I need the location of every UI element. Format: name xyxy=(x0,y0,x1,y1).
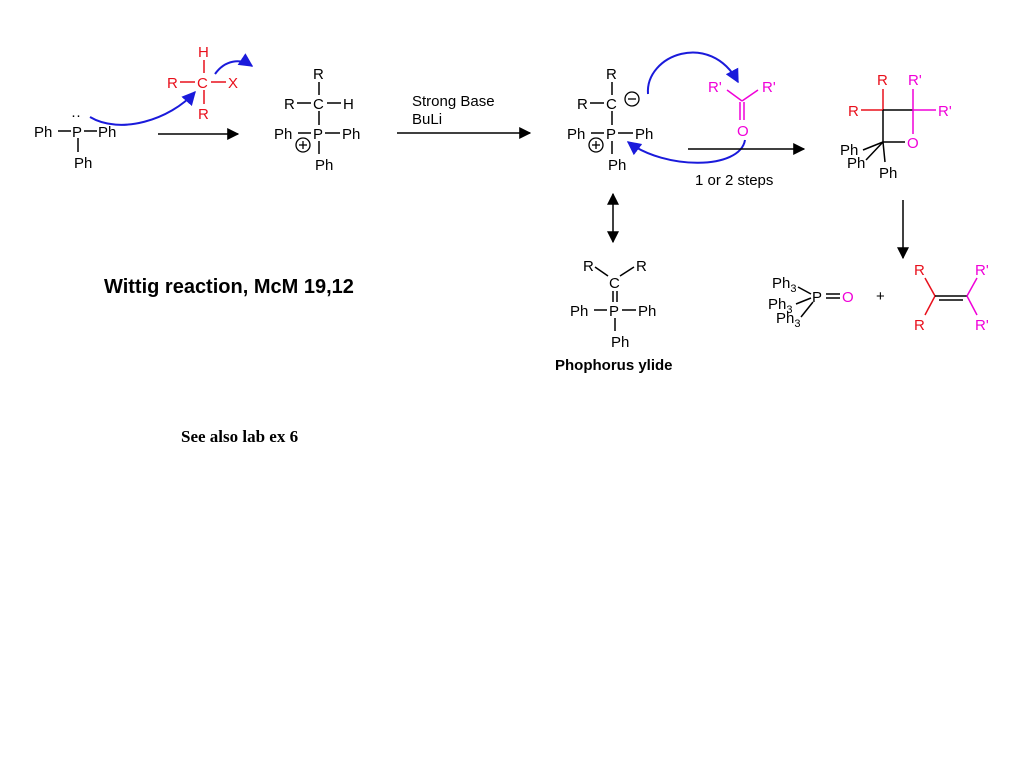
phosphorus-label: P xyxy=(609,303,619,320)
r-prime-label: R' xyxy=(708,79,722,96)
ph-label: Ph xyxy=(342,126,360,143)
page-title: Wittig reaction, McM 19,12 xyxy=(104,276,354,298)
curved-arrow-oxygen-attack xyxy=(626,139,746,164)
phosphorus-label: P xyxy=(606,126,616,143)
oxygen-label: O xyxy=(737,123,749,140)
r-label: R xyxy=(313,66,324,83)
phosphorus-label: P xyxy=(313,126,323,143)
ph-label: Ph xyxy=(879,165,897,182)
phosphorus-ylide: R C R Ph P Ph Ph xyxy=(570,258,656,351)
ph3-label: Ph3 xyxy=(772,275,796,295)
r-label: R xyxy=(284,96,295,113)
ph-label: Ph xyxy=(315,157,333,174)
curved-arrow-sn2-attack xyxy=(89,90,196,126)
curved-arrow-leaving-group xyxy=(214,53,254,75)
x-label: X xyxy=(228,75,238,92)
ph-label: Ph xyxy=(34,124,52,141)
reagent-strong-base: Strong Base xyxy=(412,93,495,110)
negative-charge-icon xyxy=(624,91,640,107)
ph3-label: Ph3 xyxy=(768,296,792,316)
h-label: H xyxy=(198,44,209,61)
r-prime-label: R' xyxy=(975,262,989,279)
oxaphosphetane: R R' R R' O Ph Ph Ph xyxy=(840,72,952,182)
ph-label: Ph xyxy=(638,303,656,320)
positive-charge-icon xyxy=(588,137,604,153)
ph-label: Ph xyxy=(635,126,653,143)
ph-label: Ph xyxy=(611,334,629,351)
curved-arrow-carbanion-attack xyxy=(646,51,739,95)
r-prime-label: R' xyxy=(975,317,989,334)
oxygen-label: O xyxy=(842,289,854,306)
positive-charge-icon xyxy=(295,137,311,153)
ylide-caption: Phophorus ylide xyxy=(555,357,673,374)
ph-label: Ph xyxy=(608,157,626,174)
r-label: R xyxy=(167,75,178,92)
r-prime-label: R' xyxy=(762,79,776,96)
r-label: R xyxy=(583,258,594,275)
reagent-buli: BuLi xyxy=(412,111,442,128)
r-label: R xyxy=(636,258,647,275)
reagent-steps: 1 or 2 steps xyxy=(695,172,773,189)
ph-label: Ph xyxy=(74,155,92,172)
r-label: R xyxy=(198,106,209,123)
r-prime-label: R' xyxy=(908,72,922,89)
ph-label: Ph xyxy=(567,126,585,143)
h-label: H xyxy=(343,96,354,113)
r-label: R xyxy=(914,317,925,334)
ph-label: Ph xyxy=(98,124,116,141)
r-label: R xyxy=(606,66,617,83)
ph-label: Ph xyxy=(840,142,858,159)
ph-label: Ph xyxy=(274,126,292,143)
triphenylphosphine-oxide: Ph3 Ph3 Ph3 P O xyxy=(768,275,854,330)
ph-label: Ph xyxy=(847,155,865,172)
phosphorus-label: P xyxy=(812,289,822,306)
alkene-product: R R R' R' xyxy=(914,262,989,334)
ph3-label: Ph3 xyxy=(776,310,800,330)
ph-label: Ph xyxy=(570,303,588,320)
plus-sign: + xyxy=(876,288,885,305)
phosphonium-salt: R R C H Ph P Ph Ph xyxy=(274,66,360,174)
lone-pair: ·· xyxy=(71,107,81,124)
r-label: R xyxy=(848,103,859,120)
carbon-label: C xyxy=(197,75,208,92)
r-label: R xyxy=(914,262,925,279)
oxygen-label: O xyxy=(907,135,919,152)
lab-note: See also lab ex 6 xyxy=(181,427,299,446)
phosphorus-label: P xyxy=(72,124,82,141)
carbonyl-compound: R' R' O xyxy=(708,79,776,140)
carbon-label: C xyxy=(606,96,617,113)
alkyl-halide: H R C X R xyxy=(167,44,238,123)
carbon-label: C xyxy=(313,96,324,113)
r-label: R xyxy=(577,96,588,113)
carbon-label: C xyxy=(609,275,620,292)
r-prime-label: R' xyxy=(938,103,952,120)
triphenylphosphine: Ph P ·· Ph Ph xyxy=(34,107,116,172)
r-label: R xyxy=(877,72,888,89)
ylide-carbanion: R R C Ph P Ph Ph xyxy=(567,66,653,174)
